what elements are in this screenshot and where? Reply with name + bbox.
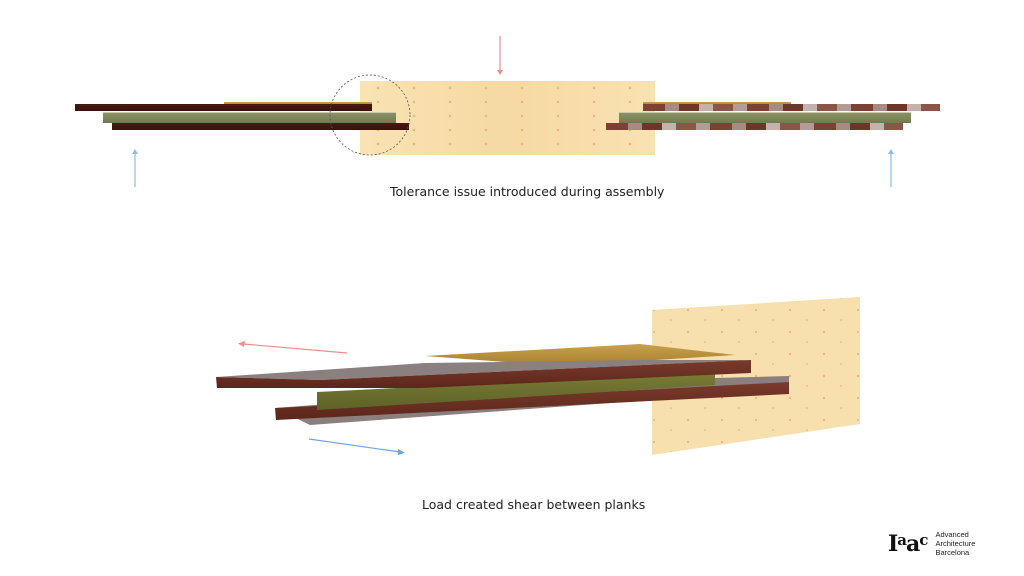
shear-arrow-lower-icon <box>308 438 405 455</box>
olive-plank-right <box>619 112 911 123</box>
shear-illustration <box>216 297 860 455</box>
pixelated-plank-right-bottom <box>606 123 903 130</box>
detail-circle <box>329 74 411 156</box>
tan-plank <box>425 344 735 366</box>
logo-mark: Iaac <box>888 530 928 557</box>
iaac-logo: Iaac Advanced Architecture Barcelona <box>888 530 975 557</box>
tan-plank-left <box>224 102 372 105</box>
support-arrow-left-icon <box>132 149 138 187</box>
caption-shear: Load created shear between planks <box>422 497 646 512</box>
timber-wall <box>652 297 860 455</box>
support-arrow-right-icon <box>888 149 894 187</box>
dark-plank-left-bottom <box>112 123 409 130</box>
logo-line: Architecture <box>935 539 976 548</box>
lower-plank-side <box>275 382 789 420</box>
caption-tolerance: Tolerance issue introduced during assemb… <box>390 184 665 199</box>
upper-plank-top <box>216 360 751 380</box>
pixelated-plank-right-top <box>643 104 940 111</box>
upper-plank-side <box>216 360 751 388</box>
logo-line: Barcelona <box>935 548 970 557</box>
dark-plank-left-top <box>75 104 372 111</box>
load-arrow-icon <box>497 36 503 75</box>
olive-plank-left <box>103 112 396 123</box>
timber-block <box>360 81 655 155</box>
logo-text: Advanced Architecture Barcelona <box>935 530 975 557</box>
tan-plank-right <box>643 102 791 105</box>
logo-line: Advanced <box>935 530 969 539</box>
shear-arrow-upper-icon <box>238 341 348 354</box>
olive-plank <box>317 372 715 410</box>
top-annotations <box>132 36 894 187</box>
